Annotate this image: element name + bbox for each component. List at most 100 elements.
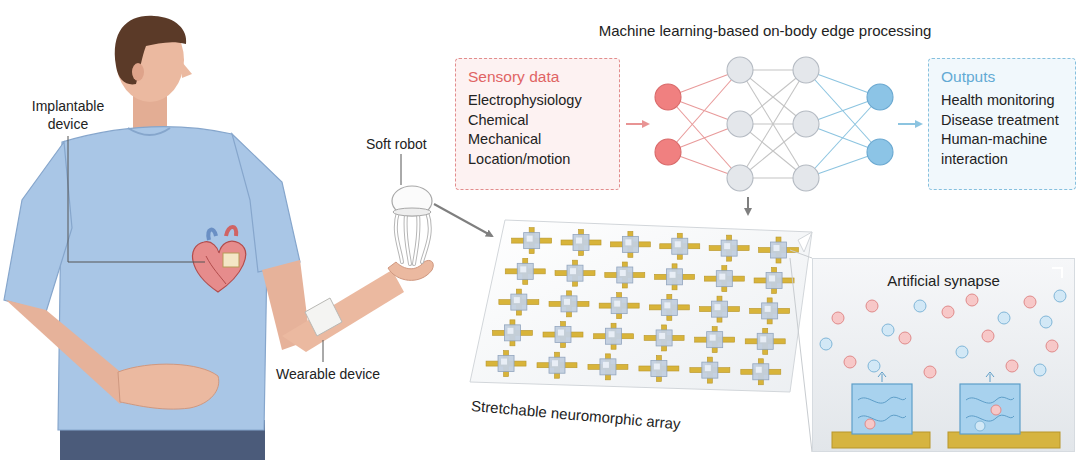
array-device <box>707 332 723 348</box>
array-device <box>710 335 716 341</box>
array-device <box>611 298 627 314</box>
synapse-illustration-part-part <box>942 306 954 318</box>
array-device <box>564 299 570 305</box>
person-figure-part <box>6 300 130 404</box>
array-device <box>558 330 564 336</box>
neural-network-part-part <box>727 57 753 83</box>
array-device <box>659 333 665 339</box>
array-device <box>511 294 527 310</box>
array-device <box>501 359 507 365</box>
array-device <box>724 243 730 249</box>
part-label: Implantable device <box>22 98 114 133</box>
box-text: Location/motion <box>468 150 607 170</box>
array-device <box>765 306 771 312</box>
synapse-illustration-part-part <box>868 360 880 372</box>
array-device <box>654 363 660 369</box>
soft-robot <box>392 186 432 264</box>
person-figure-part <box>58 127 268 430</box>
synapse-illustration-part-part <box>865 419 875 429</box>
soft-robot-part <box>396 212 402 262</box>
array-device <box>620 270 626 276</box>
array-device <box>614 301 620 307</box>
array-device <box>714 304 720 310</box>
synapse-illustration-part <box>812 258 1075 452</box>
box-text: Electrophysiology <box>468 91 607 111</box>
synapse-illustration <box>812 258 1075 452</box>
flow-arrows-part <box>626 123 648 125</box>
zoom-lines-part <box>790 258 812 452</box>
box-text: Health monitoring <box>941 91 1063 111</box>
synapse-illustration-part-part <box>956 346 968 358</box>
soft-robot-part <box>422 212 430 262</box>
array-device <box>514 297 520 303</box>
box-text: Chemical <box>468 111 607 131</box>
neuromorphic-array-part <box>470 220 812 392</box>
person-figure-part <box>282 270 404 352</box>
synapse-illustration-part-part <box>1006 360 1018 372</box>
soft-robot-part <box>405 214 410 264</box>
box-text: Disease treatment <box>941 111 1063 131</box>
synapse-illustration-part <box>858 372 1014 421</box>
soft-robot-part <box>414 214 419 264</box>
neural-network-part-part <box>668 97 740 178</box>
array-device <box>762 303 778 319</box>
synapse-illustration-part <box>832 294 1058 378</box>
array-device <box>771 242 787 258</box>
box-heading: Outputs <box>941 68 1063 86</box>
flow-arrows-part <box>898 123 921 125</box>
array-device <box>520 266 526 272</box>
neural-network-part-part <box>806 70 880 152</box>
synapse-illustration-part-part <box>844 356 856 368</box>
soft-robot-part <box>414 214 419 264</box>
array-device <box>716 271 732 287</box>
array-device <box>661 299 677 315</box>
soft-robot-part <box>393 208 431 216</box>
array-device <box>498 356 514 372</box>
array-device <box>753 364 769 380</box>
array-device <box>719 274 725 280</box>
synapse-illustration-part <box>820 290 1066 376</box>
person-figure-part <box>182 62 192 78</box>
neural-network-part-part <box>867 84 893 110</box>
array-device <box>667 269 683 285</box>
heart-illustration-part <box>208 230 216 240</box>
synapse-illustration-part-part <box>1054 290 1066 302</box>
synapse-illustration-part-part <box>914 300 926 312</box>
part-label: Wearable device <box>276 366 396 384</box>
synapse-illustration-part-part <box>1046 340 1058 352</box>
array-device <box>600 359 616 375</box>
array-device <box>711 301 727 317</box>
heart-illustration-part <box>226 227 236 236</box>
array-device <box>675 241 681 247</box>
zoom-lines-part <box>790 250 812 258</box>
person-figure-part <box>305 298 342 336</box>
neural-network-part-part <box>867 139 893 165</box>
array-device <box>576 237 582 243</box>
person-figure <box>4 16 433 460</box>
array-device <box>756 367 762 373</box>
neural-network-part-part <box>655 139 681 165</box>
synapse-illustration-part-part <box>878 372 886 377</box>
leader-lines-part <box>68 136 205 262</box>
synapse-illustration-part-part <box>866 300 878 312</box>
neural-network-part-part <box>655 84 681 110</box>
box-text: Mechanical <box>468 130 607 150</box>
synapse-illustration-part-part <box>899 332 911 344</box>
heart-illustration <box>192 227 245 292</box>
array-device <box>774 245 780 251</box>
person-figure-part <box>118 364 219 409</box>
array-device <box>549 357 565 373</box>
neural-network-part-part <box>793 57 819 83</box>
array-device <box>609 331 615 337</box>
array-device <box>606 328 622 344</box>
array-device <box>517 263 533 279</box>
synapse-illustration-part-part <box>924 366 936 378</box>
box-heading: Sensory data <box>468 68 607 86</box>
flow-arrows-part <box>747 197 749 214</box>
heart-illustration-part <box>192 241 245 292</box>
synapse-illustration-part-part <box>986 372 994 377</box>
synapse-illustration-part-part <box>1024 296 1036 308</box>
array-device <box>552 360 558 366</box>
array-device <box>721 240 737 256</box>
